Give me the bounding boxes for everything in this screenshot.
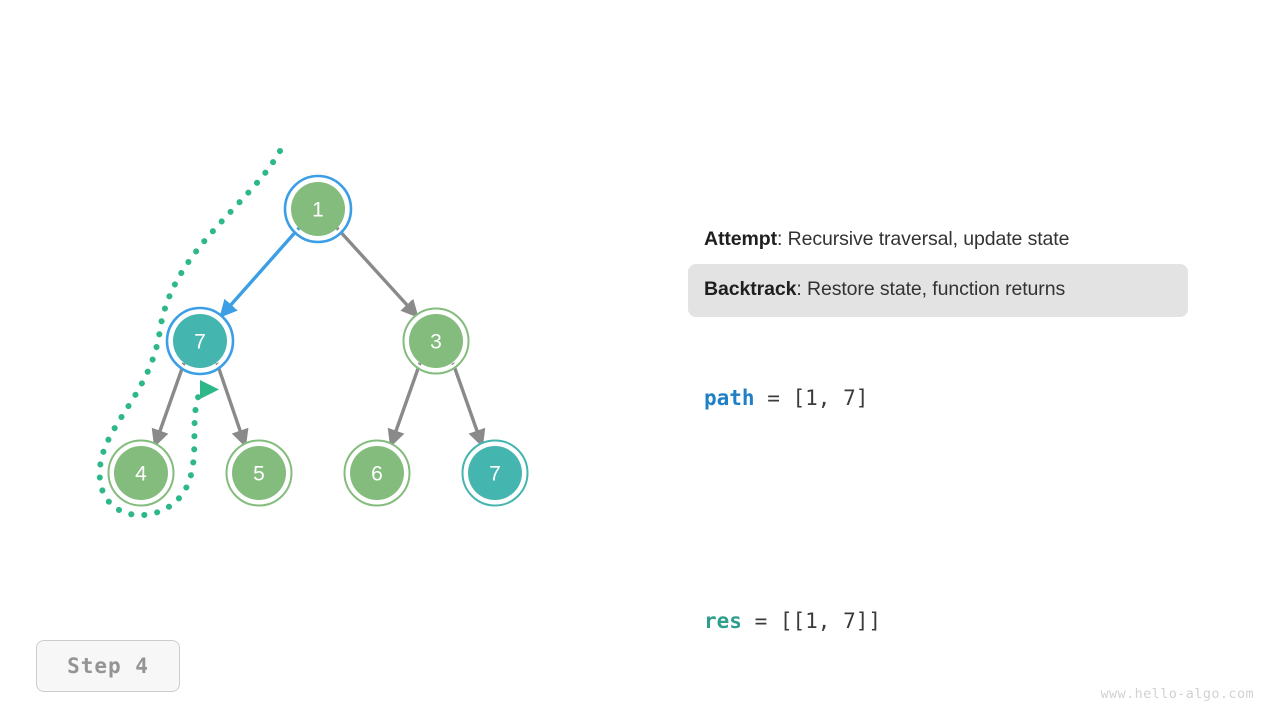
edge-1-to-3 xyxy=(335,226,419,318)
node-7-right-circle xyxy=(468,446,522,500)
node-7-left-circle xyxy=(173,314,227,368)
node-1[interactable]: 1 xyxy=(283,174,353,244)
edge-3-to-7 xyxy=(451,362,486,448)
node-7-right-label: 7 xyxy=(489,463,501,486)
path-variable-name: path xyxy=(704,386,755,410)
step-label: Step 4 xyxy=(67,654,149,678)
res-variable-name: res xyxy=(704,609,742,633)
node-3-circle xyxy=(409,314,463,368)
node-5[interactable]: 5 xyxy=(225,439,293,507)
node-5-gap xyxy=(227,441,291,505)
node-3-label: 3 xyxy=(430,331,442,354)
step-badge: Step 4 xyxy=(36,640,180,692)
node-7-right-ring xyxy=(461,439,529,507)
edge-3-to-6 xyxy=(387,362,422,448)
tree-edges xyxy=(151,226,486,448)
node-3[interactable]: 3 xyxy=(402,307,470,375)
edge-7-to-5 xyxy=(215,362,249,448)
backtrack-lead: Backtrack xyxy=(704,278,797,301)
node-4-label: 4 xyxy=(135,463,147,486)
path-variable-value: = [1, 7] xyxy=(754,386,869,410)
watermark: www.hello-algo.com xyxy=(1101,686,1255,702)
node-1-gap xyxy=(286,177,350,241)
node-3-ring xyxy=(402,307,470,375)
node-1-active-ring xyxy=(283,174,353,244)
node-7-left-active-ring xyxy=(165,306,235,376)
res-variable-value: = [[1, 7]] xyxy=(741,609,882,633)
node-5-ring xyxy=(225,439,293,507)
node-7-right[interactable]: 7 xyxy=(461,439,529,507)
node-6-gap xyxy=(345,441,409,505)
path-code-row: path = [1, 7] xyxy=(704,385,1188,425)
node-6-circle xyxy=(350,446,404,500)
attempt-rest: : Recursive traversal, update state xyxy=(776,228,1070,250)
watermark-text: www.hello-algo.com xyxy=(1100,686,1254,702)
edge-7-to-4 xyxy=(151,362,186,448)
node-6-label: 6 xyxy=(371,463,383,486)
node-1-label: 1 xyxy=(312,199,324,222)
node-4[interactable]: 4 xyxy=(107,439,175,507)
node-3-gap xyxy=(404,309,468,373)
node-7-left[interactable]: 7 xyxy=(165,306,235,376)
node-5-circle xyxy=(232,446,286,500)
node-5-label: 5 xyxy=(253,463,265,486)
node-7-left-label: 7 xyxy=(194,331,206,354)
backtracking-dotted-path xyxy=(96,148,283,519)
node-4-ring xyxy=(107,439,175,507)
explanation-panel: Attempt: Recursive traversal, update sta… xyxy=(688,222,1188,701)
attempt-lead: Attempt xyxy=(704,228,777,250)
node-4-gap xyxy=(109,441,173,505)
backtrack-rest: : Restore state, function returns xyxy=(796,278,1066,301)
node-7-right-gap xyxy=(463,441,527,505)
code-spacer xyxy=(704,478,1188,556)
node-7-left-gap xyxy=(168,309,232,373)
state-code-block: path = [1, 7] res = [[1, 7]] xyxy=(688,333,1188,701)
edge-1-to-7 xyxy=(219,226,301,318)
node-6[interactable]: 6 xyxy=(343,439,411,507)
node-1-circle xyxy=(291,182,345,236)
node-6-ring xyxy=(343,439,411,507)
node-4-circle xyxy=(114,446,168,500)
res-code-row: res = [[1, 7]] xyxy=(704,608,1188,648)
path-direction-triangle-icon xyxy=(200,380,219,399)
binary-tree-diagram: 1 7 3 4 5 6 7 xyxy=(96,148,529,519)
attempt-line: Attempt: Recursive traversal, update sta… xyxy=(688,222,1188,258)
backtrack-line: Backtrack: Restore state, function retur… xyxy=(688,264,1188,317)
